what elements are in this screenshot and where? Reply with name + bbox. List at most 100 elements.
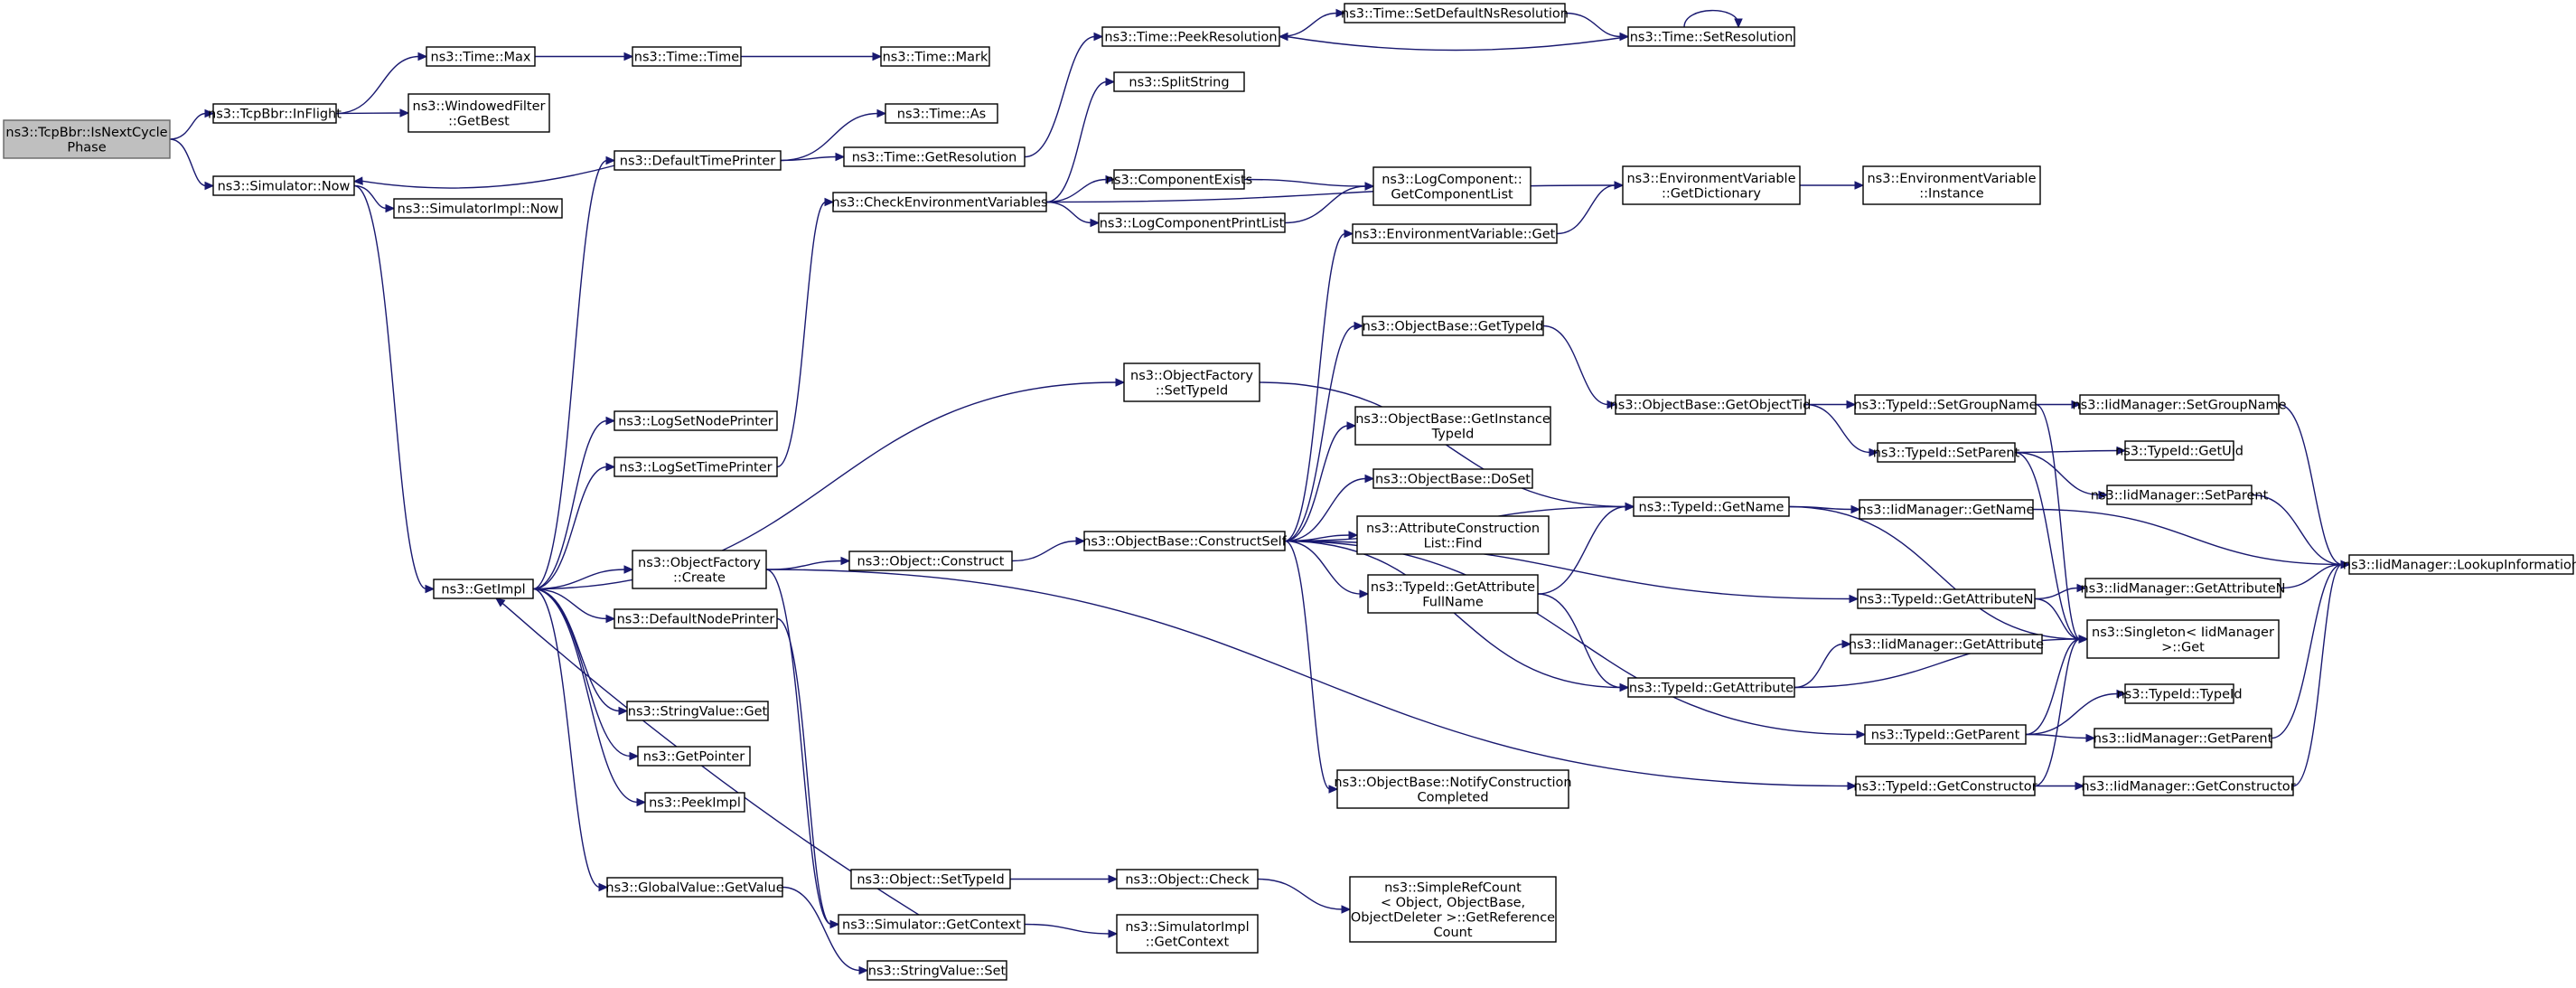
node-box[interactable] bbox=[1356, 515, 1550, 555]
node-timeas[interactable]: ns3::Time::As bbox=[885, 103, 998, 124]
node-objconstruct[interactable]: ns3::Object::Construct bbox=[848, 550, 1013, 571]
node-obgetobjtid[interactable]: ns3::ObjectBase::GetObjectTid bbox=[1610, 394, 1812, 415]
node-box[interactable] bbox=[1854, 394, 2037, 415]
node-obnotify[interactable]: ns3::ObjectBase::NotifyConstructionCompl… bbox=[1334, 769, 1572, 809]
node-box[interactable] bbox=[1615, 394, 1806, 415]
node-obconstructself[interactable]: ns3::ObjectBase::ConstructSelf bbox=[1082, 531, 1288, 551]
node-iidsetgroup[interactable]: ns3::IidManager::SetGroupName bbox=[2072, 394, 2287, 415]
node-ofsettypeid[interactable]: ns3::ObjectFactory::SetTypeId bbox=[1123, 362, 1260, 402]
node-box[interactable] bbox=[866, 960, 1007, 981]
node-logcompprint[interactable]: ns3::LogComponentPrintList bbox=[1098, 212, 1286, 233]
node-box[interactable] bbox=[1349, 876, 1557, 943]
node-iidgetname[interactable]: ns3::IidManager::GetName bbox=[1859, 499, 2035, 520]
node-getpointer[interactable]: ns3::GetPointer bbox=[637, 746, 751, 767]
node-deftimeprinter[interactable]: ns3::DefaultTimePrinter bbox=[614, 150, 782, 171]
node-envgetdict[interactable]: ns3::EnvironmentVariable::GetDictionary bbox=[1622, 165, 1801, 205]
node-tidgetattr[interactable]: ns3::TypeId::GetAttribute bbox=[1627, 677, 1795, 698]
node-box[interactable] bbox=[1362, 315, 1544, 336]
node-tidgetattrn[interactable]: ns3::TypeId::GetAttributeN bbox=[1857, 588, 2036, 609]
node-timegetres[interactable]: ns3::Time::GetResolution bbox=[843, 146, 1026, 167]
node-iidgetattr[interactable]: ns3::IidManager::GetAttribute bbox=[1849, 634, 2044, 654]
node-timemax[interactable]: ns3::Time::Max bbox=[426, 46, 536, 67]
node-iidgetparent[interactable]: ns3::IidManager::GetParent bbox=[2094, 728, 2273, 748]
node-box[interactable] bbox=[1862, 165, 2041, 205]
node-box[interactable] bbox=[1859, 499, 2034, 520]
node-box[interactable] bbox=[1367, 574, 1539, 614]
node-simgetcontext[interactable]: ns3::Simulator::GetContext bbox=[838, 914, 1026, 935]
node-simimplgetctx[interactable]: ns3::SimulatorImpl::GetContext bbox=[1116, 914, 1259, 954]
node-setdefns[interactable]: ns3::Time::SetDefaultNsResolution bbox=[1341, 3, 1569, 24]
node-logcompgetlist[interactable]: ns3::LogComponent::GetComponentList bbox=[1372, 166, 1532, 206]
node-box[interactable] bbox=[632, 46, 742, 67]
node-box[interactable] bbox=[2106, 485, 2253, 505]
node-box[interactable] bbox=[848, 550, 1013, 571]
node-box[interactable] bbox=[637, 746, 751, 767]
node-box[interactable] bbox=[1372, 468, 1533, 489]
node-box[interactable] bbox=[843, 146, 1026, 167]
node-svget[interactable]: ns3::StringValue::Get bbox=[626, 701, 769, 721]
node-iidlookup[interactable]: ns3::IidManager::LookupInformation bbox=[2343, 554, 2576, 575]
node-iidgetconstructor[interactable]: ns3::IidManager::GetConstructor bbox=[2081, 776, 2296, 796]
node-box[interactable] bbox=[1116, 869, 1259, 889]
node-box[interactable] bbox=[1864, 724, 2027, 745]
node-getimpl[interactable]: ns3::GetImpl bbox=[433, 579, 534, 599]
node-box[interactable] bbox=[644, 792, 745, 813]
node-box[interactable] bbox=[1113, 71, 1245, 92]
node-checkenv[interactable]: ns3::CheckEnvironmentVariables bbox=[831, 192, 1048, 212]
node-splitstring[interactable]: ns3::SplitString bbox=[1113, 71, 1245, 92]
node-box[interactable] bbox=[626, 701, 769, 721]
node-box[interactable] bbox=[838, 914, 1026, 935]
node-box[interactable] bbox=[2083, 776, 2294, 796]
node-obdoset[interactable]: ns3::ObjectBase::DoSet bbox=[1372, 468, 1533, 489]
node-box[interactable] bbox=[1116, 914, 1259, 954]
node-box[interactable] bbox=[1857, 588, 2036, 609]
node-box[interactable] bbox=[606, 877, 783, 898]
node-obgettypeid[interactable]: ns3::ObjectBase::GetTypeId bbox=[1362, 315, 1544, 336]
node-box[interactable] bbox=[2079, 394, 2280, 415]
node-tidsetparent[interactable]: ns3::TypeId::SetParent bbox=[1873, 442, 2020, 463]
node-peekres[interactable]: ns3::Time::PeekResolution bbox=[1101, 26, 1280, 47]
node-box[interactable] bbox=[212, 175, 355, 196]
node-box[interactable] bbox=[614, 150, 782, 171]
node-wfgetbest[interactable]: ns3::WindowedFilter::GetBest bbox=[407, 93, 550, 133]
node-box[interactable] bbox=[1850, 634, 2043, 654]
node-svset[interactable]: ns3::StringValue::Set bbox=[866, 960, 1007, 981]
node-box[interactable] bbox=[3, 119, 171, 159]
node-timesetres[interactable]: ns3::Time::SetResolution bbox=[1627, 26, 1795, 47]
node-box[interactable] bbox=[1101, 26, 1280, 47]
node-envget[interactable]: ns3::EnvironmentVariable::Get bbox=[1352, 223, 1558, 244]
node-box[interactable] bbox=[426, 46, 536, 67]
node-box[interactable] bbox=[1083, 531, 1286, 551]
node-iidsetparent[interactable]: ns3::IidManager::SetParent bbox=[2091, 485, 2269, 505]
node-tidgetconstructor[interactable]: ns3::TypeId::GetConstructor bbox=[1853, 776, 2037, 796]
node-box[interactable] bbox=[1344, 3, 1566, 24]
node-box[interactable] bbox=[2348, 554, 2574, 575]
node-box[interactable] bbox=[407, 93, 550, 133]
node-box[interactable] bbox=[1354, 406, 1551, 446]
node-box[interactable] bbox=[880, 46, 990, 67]
node-box[interactable] bbox=[2086, 619, 2280, 659]
node-ofcreate[interactable]: ns3::ObjectFactory::Create bbox=[632, 550, 767, 589]
node-simnow[interactable]: ns3::Simulator::Now bbox=[212, 175, 355, 196]
node-logsetnode[interactable]: ns3::LogSetNodePrinter bbox=[614, 410, 778, 431]
node-defnodeprinter[interactable]: ns3::DefaultNodePrinter bbox=[614, 608, 778, 629]
node-srcgetref[interactable]: ns3::SimpleRefCount< Object, ObjectBase,… bbox=[1349, 876, 1557, 943]
node-tidsetgroup[interactable]: ns3::TypeId::SetGroupName bbox=[1853, 394, 2037, 415]
node-box[interactable] bbox=[1336, 769, 1569, 809]
node-simimplnow[interactable]: ns3::SimulatorImpl::Now bbox=[393, 198, 563, 219]
node-box[interactable] bbox=[1113, 169, 1245, 190]
node-objcheck[interactable]: ns3::Object::Check bbox=[1116, 869, 1259, 889]
node-peekimpl[interactable]: ns3::PeekImpl bbox=[644, 792, 745, 813]
node-box[interactable] bbox=[1855, 776, 2036, 796]
node-gvgetvalue[interactable]: ns3::GlobalValue::GetValue bbox=[605, 877, 784, 898]
node-box[interactable] bbox=[614, 410, 778, 431]
node-tidgetname[interactable]: ns3::TypeId::GetName bbox=[1633, 496, 1790, 517]
node-box[interactable] bbox=[1372, 166, 1532, 206]
node-tidgetuid[interactable]: ns3::TypeId::GetUid bbox=[2115, 440, 2243, 461]
node-iidgetattrn[interactable]: ns3::IidManager::GetAttributeN bbox=[2080, 578, 2286, 598]
node-singletonget[interactable]: ns3::Singleton< IidManager>::Get bbox=[2086, 619, 2280, 659]
